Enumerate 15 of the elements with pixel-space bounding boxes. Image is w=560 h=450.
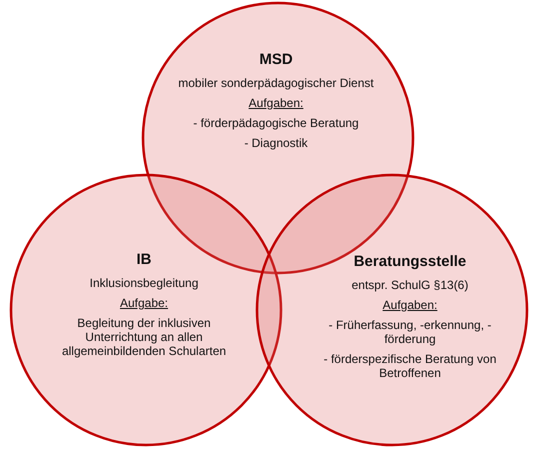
subtitle-text: mobiler sonderpädagogischer Dienst bbox=[177, 76, 375, 90]
subtitle-text: entspr. SchulG §13(6) bbox=[350, 278, 470, 292]
task-item: Begleitung der inklusiven Unterrichtung an allen allgemeinbildenden Schularten bbox=[60, 316, 228, 358]
circle-title: MSD bbox=[258, 51, 294, 68]
task-item: - förderpädagogische Beratung bbox=[192, 116, 360, 130]
task-item: - Diagnostik bbox=[243, 136, 309, 150]
task-item: - Früherfassung, -erkennung, -förderung bbox=[328, 318, 492, 346]
circle-title: Beratungsstelle bbox=[352, 253, 468, 270]
circle-title: IB bbox=[136, 251, 152, 268]
subtitle-text: Inklusionsbegleitung bbox=[88, 276, 200, 290]
tasks-heading: Aufgaben: bbox=[248, 96, 304, 110]
venn-circle bbox=[255, 173, 529, 447]
tasks-heading: Aufgaben: bbox=[382, 298, 438, 312]
tasks-heading: Aufgabe: bbox=[118, 296, 170, 310]
task-item: - förderspezifische Beratung von Betroffenen bbox=[322, 352, 498, 380]
